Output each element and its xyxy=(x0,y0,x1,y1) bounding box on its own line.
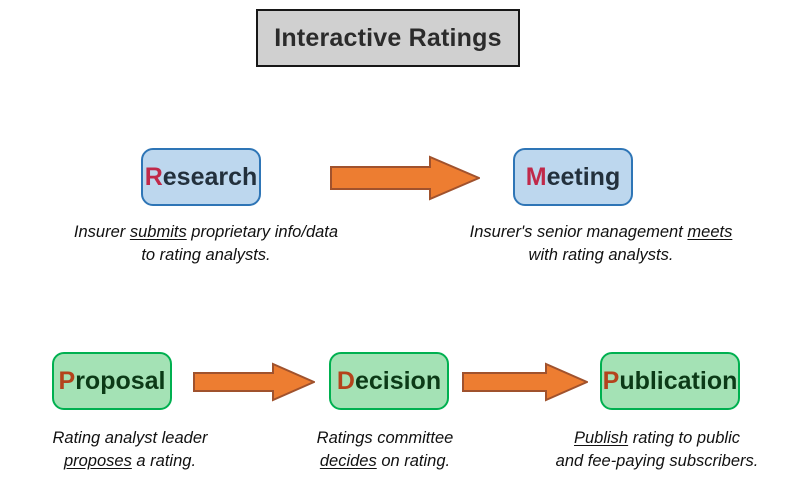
caption-publication-keyword: Publish xyxy=(573,429,629,447)
node-meeting-initial: M xyxy=(525,162,547,191)
node-publication-rest: ublication xyxy=(619,366,738,395)
arrow-research-to-meeting xyxy=(330,155,480,201)
node-meeting[interactable]: Meeting xyxy=(513,148,633,206)
caption-proposal-line2-post: a rating. xyxy=(131,452,197,471)
caption-proposal: Rating analyst leader proposes a rating. xyxy=(6,427,254,474)
caption-publication-line2: and fee-paying subscribers. xyxy=(555,452,759,471)
caption-decision-line1: Ratings committee xyxy=(316,429,454,447)
caption-research-line1-post: proprietary info/data xyxy=(186,223,339,241)
caption-meeting: Insurer's senior management meets with r… xyxy=(412,221,790,268)
node-research-initial: R xyxy=(144,162,163,191)
node-decision-label: Decision xyxy=(336,366,442,395)
caption-research-line1: Insurer submits proprietary info/data xyxy=(10,221,402,244)
caption-meeting-line1: Insurer's senior management meets xyxy=(412,221,790,244)
caption-publication: Publish rating to public and fee-paying … xyxy=(516,427,798,474)
caption-decision-line2-post: on rating. xyxy=(376,452,451,471)
node-decision-initial: D xyxy=(336,366,355,395)
caption-research: Insurer submits proprietary info/data to… xyxy=(10,221,402,268)
caption-meeting-line2: with rating analysts. xyxy=(528,246,674,265)
node-meeting-rest: eeting xyxy=(546,162,621,191)
caption-decision-line2: decides on rating. xyxy=(256,450,514,473)
caption-proposal-keyword: proposes xyxy=(63,452,132,471)
caption-research-keyword: submits xyxy=(129,223,187,241)
node-research-rest: esearch xyxy=(162,162,258,191)
node-decision[interactable]: Decision xyxy=(329,352,449,410)
caption-research-line1-pre: Insurer xyxy=(73,223,130,241)
node-meeting-label: Meeting xyxy=(525,162,621,191)
arrow-proposal-to-decision xyxy=(193,362,315,402)
caption-meeting-keyword: meets xyxy=(687,223,733,241)
node-proposal-label: Proposal xyxy=(58,366,166,395)
caption-decision-keyword: decides xyxy=(319,452,377,471)
diagram-title-text: Interactive Ratings xyxy=(274,23,502,52)
caption-publication-line1-post: rating to public xyxy=(628,429,741,447)
node-publication-initial: P xyxy=(602,366,620,395)
caption-proposal-line2: proposes a rating. xyxy=(6,450,254,473)
node-proposal[interactable]: Proposal xyxy=(52,352,172,410)
caption-decision: Ratings committee decides on rating. xyxy=(256,427,514,474)
caption-meeting-line1-pre: Insurer's senior management xyxy=(469,223,688,241)
caption-research-line2: to rating analysts. xyxy=(141,246,271,265)
node-decision-rest: ecision xyxy=(354,366,442,395)
node-proposal-initial: P xyxy=(58,366,76,395)
node-research-label: Research xyxy=(144,162,258,191)
caption-proposal-line1: Rating analyst leader xyxy=(52,429,208,447)
diagram-title-box: Interactive Ratings xyxy=(256,9,520,67)
caption-publication-line1: Publish rating to public xyxy=(516,427,798,450)
node-publication[interactable]: Publication xyxy=(600,352,740,410)
arrow-decision-to-publication xyxy=(462,362,588,402)
node-publication-label: Publication xyxy=(602,366,738,395)
node-proposal-rest: roposal xyxy=(75,366,166,395)
node-research[interactable]: Research xyxy=(141,148,261,206)
